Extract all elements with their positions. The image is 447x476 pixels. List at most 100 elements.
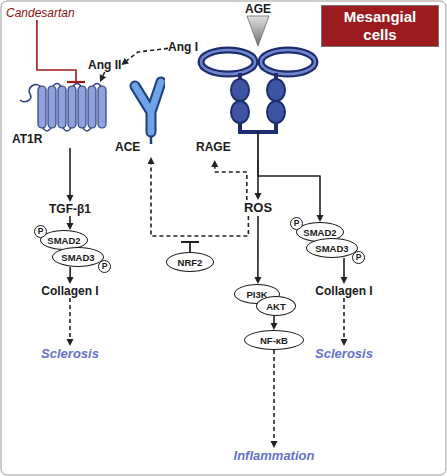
node-text: P: [356, 253, 362, 262]
node-text: RAGE: [196, 140, 231, 154]
node-text: NF-κB: [260, 335, 288, 346]
enzyme: ACE: [115, 72, 165, 157]
drug-label: Candesartan: [6, 6, 75, 20]
arrow-head: [67, 223, 74, 230]
node-text: P: [294, 219, 300, 228]
receptor: RAGE: [196, 46, 320, 160]
node-text: Ang I: [168, 40, 198, 54]
node-text: P: [38, 227, 44, 236]
pathway-arrow: [37, 20, 85, 82]
pathway-arrow: [67, 298, 74, 346]
art-part: [48, 86, 56, 128]
art-part: [257, 132, 259, 160]
connector-line: [343, 258, 345, 277]
pathway-arrow: [148, 157, 249, 236]
arrow-head: [67, 339, 74, 346]
art-part: [240, 123, 276, 132]
pathway-arrow: [340, 258, 347, 284]
node-text: Collagen I: [41, 284, 98, 298]
product-label: Collagen I: [34, 284, 106, 298]
outcome-label: Sclerosis: [302, 346, 386, 362]
node-text: AKT: [266, 301, 286, 312]
node-text: Inflammation: [234, 448, 315, 463]
pathway-arrow: [67, 148, 74, 202]
pathway-arrow: [247, 16, 269, 46]
connector-line: [69, 267, 71, 277]
art-part: [88, 86, 96, 128]
phospho-circle: P: [352, 251, 365, 264]
peptide-label: Ang I: [168, 40, 198, 54]
art-part: [261, 50, 315, 74]
phospho-circle: P: [98, 260, 111, 273]
pathway-arrow: [271, 316, 278, 330]
connector-line: [69, 298, 71, 339]
inhibition-line: [189, 242, 191, 252]
pathway-arrow: [254, 216, 261, 284]
protein-oval: AKT: [256, 296, 296, 316]
arrow-head: [254, 277, 261, 284]
node-text: AGE: [245, 2, 271, 16]
art-part: [38, 86, 46, 128]
art-part: [135, 82, 161, 132]
pathway-arrow: [271, 350, 278, 448]
protein-oval: SMAD3: [52, 247, 104, 267]
phospho-circle: P: [290, 217, 303, 230]
inhibition-bar: [181, 241, 199, 243]
arrow-head: [67, 195, 74, 202]
node-text: Sclerosis: [315, 346, 373, 361]
connector-line: [69, 148, 71, 195]
arrow-head: [67, 277, 74, 284]
art-part: [231, 101, 249, 123]
outcome-label: Sclerosis: [28, 346, 112, 362]
arrow-head: [211, 160, 218, 167]
node-text: NRF2: [178, 257, 203, 268]
arrow-head: [100, 74, 106, 82]
node-text: TGF-β1: [49, 202, 91, 216]
art-part: [267, 79, 285, 101]
pathway-arrow: [67, 267, 74, 284]
signal-label: TGF-β1: [47, 202, 93, 216]
title-text: Mesangial cells: [332, 8, 428, 44]
node-text: SMAD2: [47, 235, 80, 246]
protein-oval: NF-κB: [244, 330, 304, 350]
art-part: [231, 79, 249, 101]
pathway-arrow: [67, 216, 74, 230]
node-text: AT1R: [12, 132, 42, 146]
connector-line: [69, 216, 71, 223]
node-text: ROS: [244, 200, 272, 215]
node-text: Candesartan: [6, 6, 75, 20]
product-label: Collagen I: [308, 284, 380, 298]
title-box: Mesangial cells: [321, 5, 439, 47]
arrow-head: [148, 157, 155, 164]
connector-line: [273, 316, 275, 323]
connector-line: [343, 298, 345, 339]
protein-oval: SMAD3: [306, 238, 358, 258]
connector-line: [37, 20, 76, 82]
node-text: Sclerosis: [41, 346, 99, 361]
outcome-label: Inflammation: [214, 448, 334, 464]
arrow-head: [121, 58, 129, 65]
node-text: P: [102, 262, 108, 271]
pathway-arrow: [341, 298, 348, 346]
node-text: SMAD3: [315, 243, 348, 254]
signal-label: ROS: [242, 200, 274, 216]
receptor: AT1R: [10, 82, 110, 148]
art-part: [201, 50, 255, 74]
node-text: ACE: [115, 140, 140, 154]
art-part: [58, 86, 66, 128]
art-part: [68, 86, 76, 128]
node-text: Collagen I: [315, 284, 372, 298]
phospho-circle: P: [34, 225, 47, 238]
inhibition-bar: [67, 81, 85, 83]
pathway-arrow: [211, 160, 246, 200]
connector-line: [273, 350, 275, 441]
art-part: [135, 82, 161, 132]
pathway-arrow: [121, 48, 168, 65]
connector-line: [215, 167, 247, 200]
ligand-wedge: [247, 16, 269, 46]
arrow-head: [255, 193, 262, 200]
node-text: SMAD2: [303, 227, 336, 238]
connector-line: [103, 72, 105, 76]
